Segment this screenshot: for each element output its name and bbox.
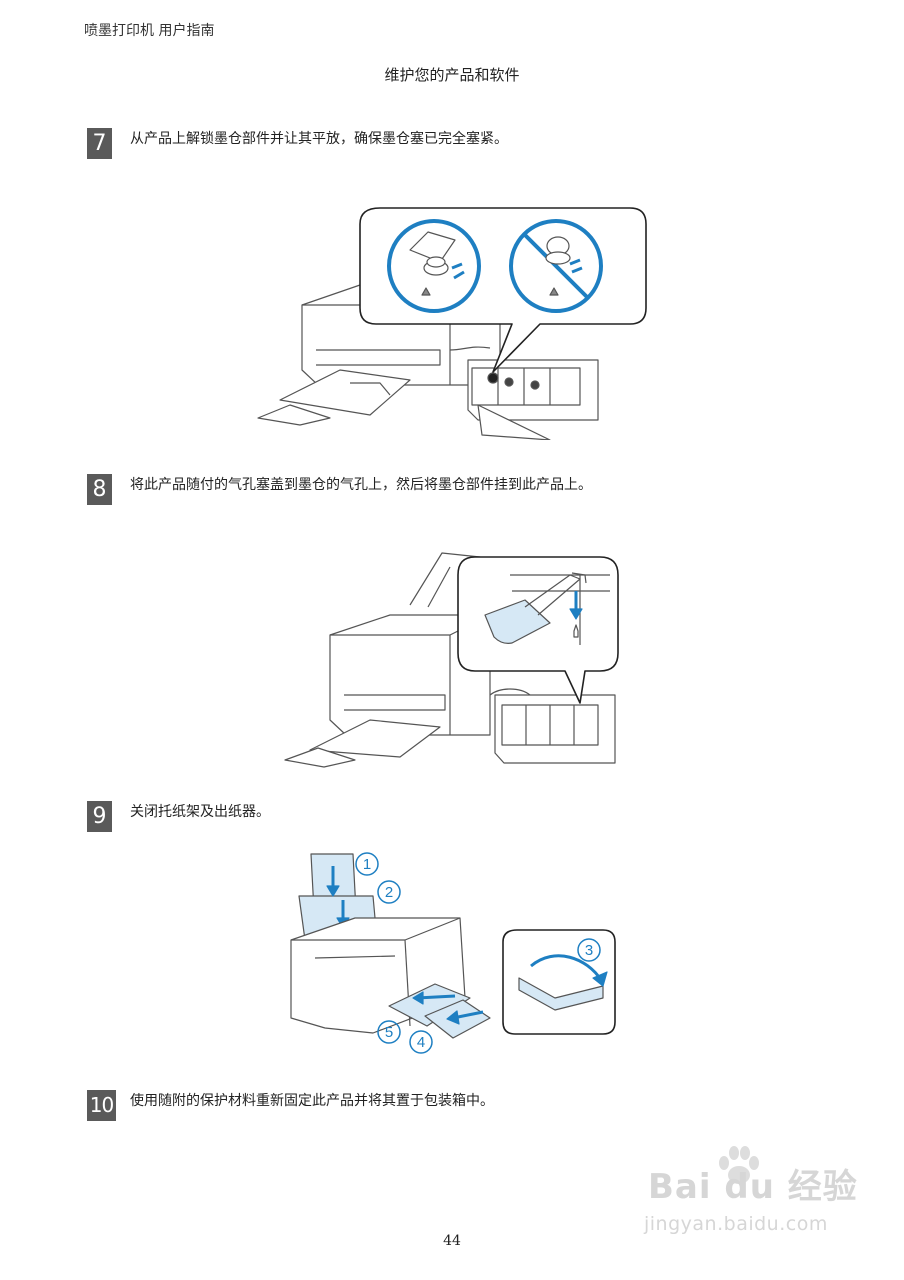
header-title: 喷墨打印机 用户指南 <box>84 23 215 39</box>
step-7-number: 7 <box>87 128 112 159</box>
callout-3: 3 <box>585 942 593 959</box>
baidu-watermark: Bai du 经验 jingyan.baidu.com <box>640 1145 880 1245</box>
callout-4: 4 <box>417 1034 425 1051</box>
step-8-number: 8 <box>87 474 112 505</box>
step-7-text: 从产品上解锁墨仓部件并让其平放，确保墨仓塞已完全塞紧。 <box>130 131 508 147</box>
figure-close-trays: 1 2 3 4 5 <box>290 852 616 1054</box>
page-number: 44 <box>443 1233 461 1249</box>
step-10-text: 使用随附的保护材料重新固定此产品并将其置于包装箱中。 <box>130 1093 494 1109</box>
step-10-number: 10 <box>87 1090 116 1121</box>
step-8-text: 将此产品随付的气孔塞盖到墨仓的气孔上，然后将墨仓部件挂到此产品上。 <box>130 477 592 493</box>
callout-5: 5 <box>385 1024 393 1041</box>
paw-icon <box>719 1146 759 1184</box>
step-9-text: 关闭托纸架及出纸器。 <box>130 804 270 820</box>
step-9-number: 9 <box>87 801 112 832</box>
callout-2: 2 <box>385 884 393 901</box>
figure-unlock-ink-tank <box>257 207 647 440</box>
section-title: 维护您的产品和软件 <box>384 66 520 84</box>
figure-attach-vent-plug <box>284 552 619 768</box>
callout-1: 1 <box>363 856 371 873</box>
watermark-brand: Bai du 经验 <box>648 1167 858 1207</box>
watermark-url: jingyan.baidu.com <box>644 1213 828 1235</box>
